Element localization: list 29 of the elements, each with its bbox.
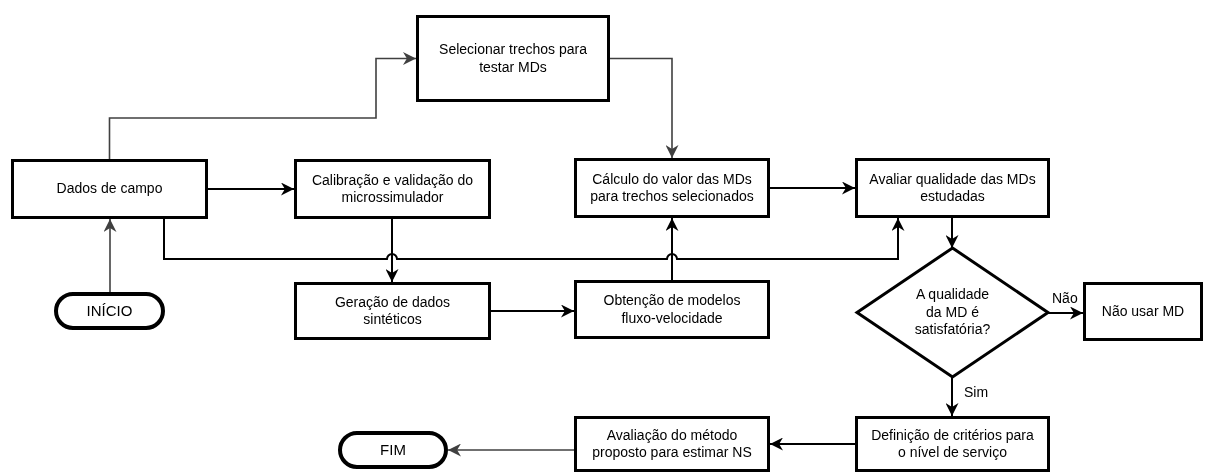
process-box: Avaliação do método proposto para estimar NS: [574, 416, 770, 472]
arrow: [769, 181, 856, 195]
arrow: [609, 57, 679, 159]
arrow: [665, 217, 679, 281]
terminal-pill: INÍCIO: [54, 292, 165, 330]
terminal-pill: FIM: [338, 431, 448, 469]
arrow: [108, 52, 417, 160]
edge-label: Não: [1050, 290, 1080, 306]
arrow: [490, 304, 575, 318]
process-box: Selecionar trechos para testar MDs: [416, 15, 610, 102]
edge-label: Sim: [962, 384, 991, 400]
arrow: [769, 437, 856, 451]
arrow: [447, 443, 575, 457]
arrow: [385, 218, 399, 283]
process-box: Geração de dados sintéticos: [294, 282, 491, 340]
decision-diamond: A qualidade da MD é satisfatória?: [857, 248, 1048, 377]
process-box: Dados de campo: [11, 159, 208, 219]
arrow: [163, 217, 905, 260]
arrow: [1047, 306, 1084, 320]
arrow: [945, 376, 959, 417]
arrow: [207, 182, 295, 196]
process-box: Definição de critérios para o nível de serviço: [855, 416, 1050, 472]
process-box: Cálculo do valor das MDs para trechos selecionados: [574, 158, 770, 218]
arrow: [945, 217, 959, 249]
process-box: Calibração e validação do microssimulador: [294, 159, 491, 219]
process-box: Obtenção de modelos fluxo-velocidade: [574, 280, 770, 339]
process-box: Não usar MD: [1083, 282, 1203, 341]
process-box: Avaliar qualidade das MDs estudadas: [855, 158, 1050, 218]
arrow: [103, 218, 117, 293]
